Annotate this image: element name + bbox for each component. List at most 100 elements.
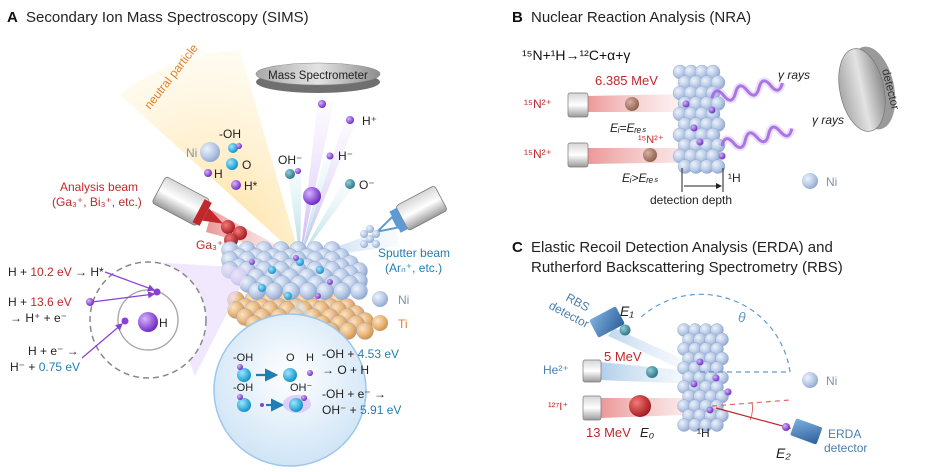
zoom-oh2-o: [237, 398, 251, 412]
oxygen-atom: [315, 265, 325, 275]
nuclear-reaction-equation: ¹⁵N+¹H→¹²C+α+γ: [522, 47, 630, 63]
he-projectile: [646, 366, 658, 378]
gamma-wave-lower: [720, 125, 794, 149]
panel-a-letter: A: [7, 9, 18, 26]
hplus-ion-2: [346, 116, 354, 124]
analysis-beam-gun: [152, 176, 224, 226]
panel-c-title-1: Elastic Recoil Detection Analysis (ERDA)…: [531, 239, 833, 256]
eq-excitation: H + 10.2 eV → H*: [8, 265, 104, 279]
panel-c-letter: C: [512, 239, 523, 256]
neutral-oh-o: [228, 143, 238, 153]
recoiled-h: [782, 423, 790, 431]
mass-spectrometer-label: Mass Spectrometer: [268, 70, 368, 82]
ionization-arrow: [91, 291, 156, 303]
gamma-wave-upper: [710, 79, 784, 102]
n2-label-mid: ¹⁵N²⁺: [638, 134, 664, 146]
erda-ni-swatch: [802, 372, 818, 388]
hydrogen-atom: [696, 358, 704, 366]
legend-ni-swatch: [372, 291, 388, 307]
panel-b-title: Nuclear Reaction Analysis (NRA): [531, 9, 751, 26]
recoil-arc: [749, 401, 754, 421]
he-label: He²⁺: [543, 363, 569, 377]
ei-equals-eres: Eᵢ=Eᵣₑₛ: [610, 121, 646, 135]
hydrogen-atom: [326, 278, 334, 286]
panel-c: C Elastic Recoil Detection Analysis (ERD…: [512, 239, 867, 461]
sputter-beam-gun: [374, 186, 447, 234]
iodine-gun: [582, 395, 602, 421]
hydrogen-atom: [718, 152, 726, 160]
ohminus-label: OH⁻: [278, 153, 302, 167]
ominus-ion: [345, 179, 355, 189]
erda-sample: [677, 323, 732, 432]
zoom-h-label: H: [306, 352, 314, 364]
eq-oh-dissociation: -OH + 4.53 eV: [322, 347, 399, 361]
nra-detector: detector: [838, 46, 901, 132]
ohminus-ion-h: [295, 168, 301, 174]
recoil-baseline: [711, 399, 791, 407]
oxygen-atom: [267, 265, 277, 275]
legend-ti-label: Ti: [398, 317, 408, 331]
panel-a-title: Secondary Ion Mass Spectroscopy (SIMS): [26, 9, 309, 26]
he-gun: [582, 359, 602, 383]
theta-label: θ: [738, 309, 746, 325]
ga-cluster-atom-1: [221, 220, 235, 234]
nra-ni-swatch: [802, 173, 818, 189]
hplus-ion-1: [318, 100, 326, 108]
analysis-beam-ions: (Ga₃⁺, Bi₃⁺, etc.): [52, 195, 142, 209]
beam-energy-label: 6.385 MeV: [595, 73, 658, 88]
eq-capture-line1: H + e⁻ →: [28, 344, 79, 358]
zoom-ohm-h: [301, 395, 307, 401]
eq-oh-capture-line1: -OH + e⁻ →: [322, 387, 386, 401]
panel-b-letter: B: [512, 9, 523, 26]
ion-beam-ohminus: [286, 160, 302, 258]
erda-ni-label: Ni: [826, 374, 837, 388]
neutral-ni-atom: [200, 142, 220, 162]
panel-a: A Secondary Ion Mass Spectroscopy (SIMS)…: [7, 9, 450, 467]
recoil-arrow: [715, 407, 792, 430]
ni-atom: [333, 282, 351, 300]
electron-excited: [153, 288, 161, 296]
zoom-oh2-label: -OH: [233, 382, 253, 394]
sputter-beam-label: Sputter beam: [378, 246, 450, 260]
iodine-label: ¹²⁷I⁺: [548, 401, 568, 413]
nra-gun-upper: [567, 92, 589, 118]
iodine-projectile: [629, 395, 651, 417]
nra-ni-label: Ni: [826, 175, 837, 189]
hydrogen-atom: [690, 124, 698, 132]
ei-greater-eres: Eᵢ>Eᵣₑₛ: [622, 171, 658, 185]
zoom-oh1-o: [237, 368, 251, 382]
zoom-ohm-o: [289, 398, 303, 412]
ni-atom: [710, 159, 726, 174]
rbs-scatter-beam: [608, 328, 698, 374]
ion-beam-hplus-wide: [300, 100, 334, 258]
ni-atom: [710, 418, 724, 432]
hydrogen-atom: [248, 258, 256, 266]
proton-nucleus: [138, 312, 158, 332]
neutral-o-atom: [226, 158, 238, 170]
ti-atom: [356, 322, 374, 340]
neutral-hstar-label: H*: [244, 179, 258, 193]
nra-h1-label: ¹H: [728, 171, 741, 185]
large-purple-ion: [303, 187, 321, 205]
zoom-electron: [260, 403, 264, 407]
neutral-ni-label: Ni: [186, 146, 197, 160]
eq-oh-capture-line2: OH⁻ + 5.91 eV: [322, 403, 401, 417]
eq-capture-line2: H⁻ + 0.75 eV: [10, 360, 80, 374]
legend-ni-label: Ni: [398, 293, 409, 307]
atom-h-label: H: [159, 316, 168, 330]
argon-cluster: [360, 225, 380, 248]
hydrogen-atom: [696, 138, 704, 146]
gamma-wave-upper-glow: [708, 77, 786, 104]
e2-label: E₂: [776, 445, 791, 461]
ohminus-ion-o: [285, 169, 295, 179]
erda-detector-label-1: ERDA: [828, 427, 861, 441]
detection-depth-label: detection depth: [650, 193, 732, 207]
zoom-ohm-label: OH⁻: [290, 382, 313, 394]
erda-h1-label: ¹H: [697, 426, 710, 440]
hydrogen-atom: [712, 374, 720, 382]
electron-ground: [121, 317, 129, 325]
n-projectile-upper: [625, 97, 639, 111]
ni-atom: [350, 282, 368, 300]
ga3-label: Ga₃⁺: [196, 238, 223, 252]
